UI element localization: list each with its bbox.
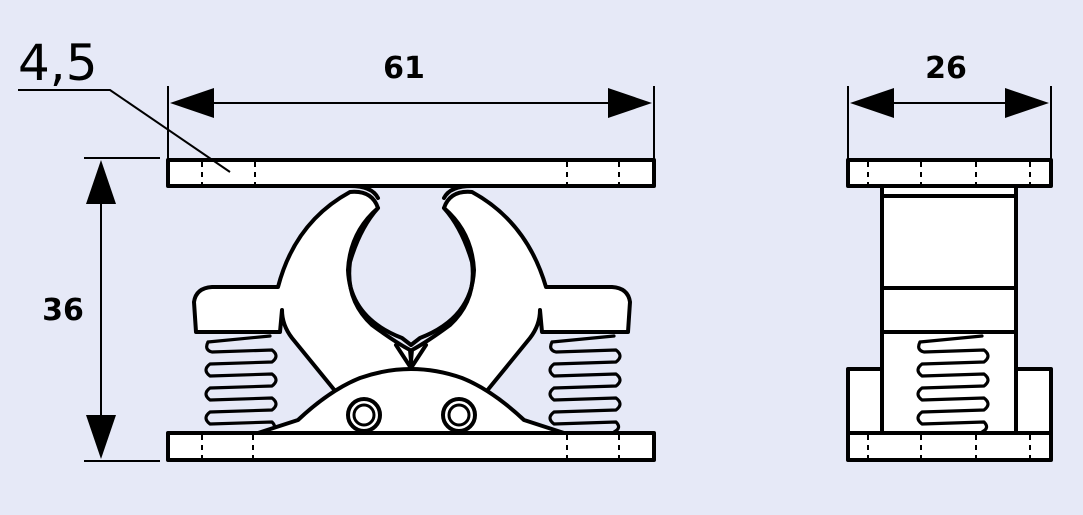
side-top-plate [846,158,1053,188]
side-block-left [846,367,884,435]
front-spring-right [548,334,622,434]
front-jaw-inner-curve [346,206,476,347]
dim-height-arrow-top [86,160,116,204]
front-view [166,158,656,462]
dim-depth-arrow-right [1005,88,1049,118]
dim-depth-arrow-left [850,88,894,118]
dim-thickness-label: 4,5 [18,34,98,92]
front-jaw-top-joint [348,184,474,200]
side-spring [916,334,990,434]
front-arc-body [256,367,566,435]
dim-thickness-leader [18,89,231,173]
side-block-right [1014,367,1053,435]
dim-height-arrow-bottom [86,415,116,459]
side-dimensions: 26 [847,51,1052,160]
front-spring-left [204,334,278,434]
front-rivet-right-inner [447,403,471,427]
front-dimensions: 61 36 4,5 [18,34,655,462]
front-top-plate [166,158,656,188]
side-body [880,184,1018,435]
dim-width-arrow-right [608,88,652,118]
dim-height-label: 36 [42,293,84,328]
front-rivet-left-inner [352,403,376,427]
side-bottom-plate [846,431,1053,462]
front-bottom-plate [166,431,656,462]
dim-depth-label: 26 [925,51,967,86]
dim-width-label: 61 [383,51,425,86]
side-view [846,158,1053,462]
dim-width-arrow-left [170,88,214,118]
